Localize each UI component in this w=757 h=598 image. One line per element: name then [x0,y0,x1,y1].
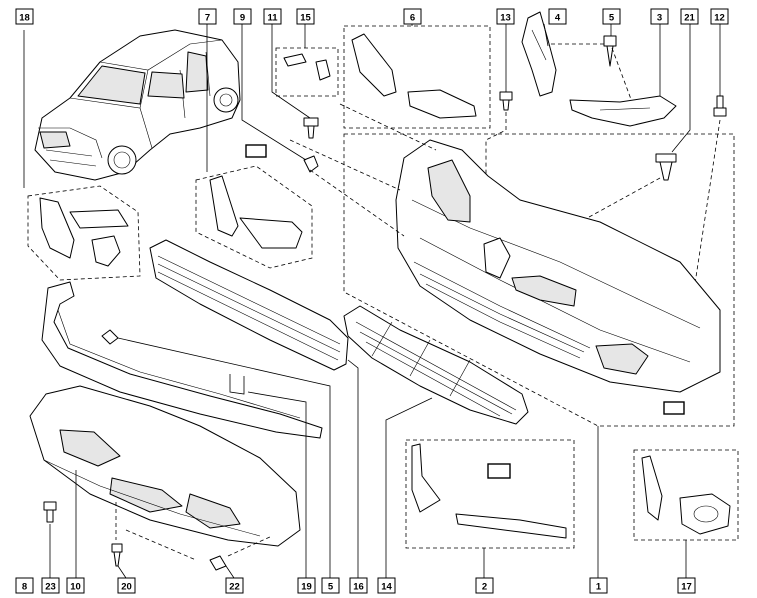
lower-trim-set-2 [405,439,575,578]
callout-23: 23 [41,577,60,594]
svg-text:5: 5 [328,582,334,593]
callout-16: 16 [349,577,368,594]
svg-text:15: 15 [300,13,311,24]
grille-14 [343,305,529,578]
front-bumper-1 [289,103,735,578]
push-clip-21 [579,24,691,223]
clip-pin-20 [111,502,197,579]
bracket-set-18 [23,30,141,281]
svg-text:19: 19 [301,582,312,593]
svg-text:11: 11 [267,13,278,24]
clip-9 [241,24,319,173]
callout-14: 14 [377,577,396,594]
callout-12: 12 [710,8,729,25]
callout-19: 19 [297,577,316,594]
screw-13 [485,24,513,176]
callout-2: 2 [475,577,494,594]
bolt-23 [43,501,57,578]
svg-text:22: 22 [229,582,240,593]
spoiler-strip [41,281,331,578]
svg-text:8: 8 [22,582,27,593]
callout-5-top: 5 [602,8,621,25]
svg-text:12: 12 [714,13,725,24]
callout-17: 17 [677,577,696,594]
svg-text:20: 20 [121,582,132,593]
callout-11: 11 [263,8,282,25]
svg-text:21: 21 [684,13,695,24]
svg-text:17: 17 [681,582,692,593]
svg-text:14: 14 [381,582,392,593]
svg-text:3: 3 [657,13,662,24]
svg-text:13: 13 [500,13,511,24]
bracket-4 [521,11,557,97]
svg-text:18: 18 [19,13,30,24]
clip-pin-5 [548,24,633,103]
bracket-3 [569,24,677,127]
car-illustration [34,29,241,181]
fog-lamp-trim-set-17 [633,449,739,578]
callout-18: 18 [15,8,34,25]
callout-13: 13 [496,8,515,25]
callout-3: 3 [650,8,669,25]
undertray-10 [29,385,301,578]
callout-21: 21 [680,8,699,25]
trim-set-6 [343,24,491,129]
svg-text:2: 2 [482,582,487,593]
bolt-12 [693,24,727,291]
svg-text:10: 10 [70,582,81,593]
bolt-22 [209,535,273,579]
svg-text:23: 23 [45,582,56,593]
callout-10: 10 [66,577,85,594]
callout-4: 4 [548,8,567,25]
svg-text:7: 7 [205,13,210,24]
svg-text:5: 5 [609,13,615,24]
callout-8: 8 [15,577,34,594]
callout-7: 7 [198,8,217,25]
bracket-set-15 [275,24,339,97]
svg-text:6: 6 [410,13,415,24]
bracket-set-7 [195,24,313,269]
callout-6: 6 [403,8,422,25]
svg-text:1: 1 [596,582,602,593]
screw-11 [271,24,319,139]
callout-15: 15 [296,8,315,25]
svg-text:9: 9 [240,13,245,24]
svg-text:4: 4 [555,13,561,24]
callout-5-bottom: 5 [321,577,340,594]
callout-22: 22 [225,577,244,594]
svg-text:16: 16 [353,582,364,593]
callout-1: 1 [589,577,608,594]
grille-16 [149,239,359,578]
callout-20: 20 [117,577,136,594]
callout-9: 9 [233,8,252,25]
